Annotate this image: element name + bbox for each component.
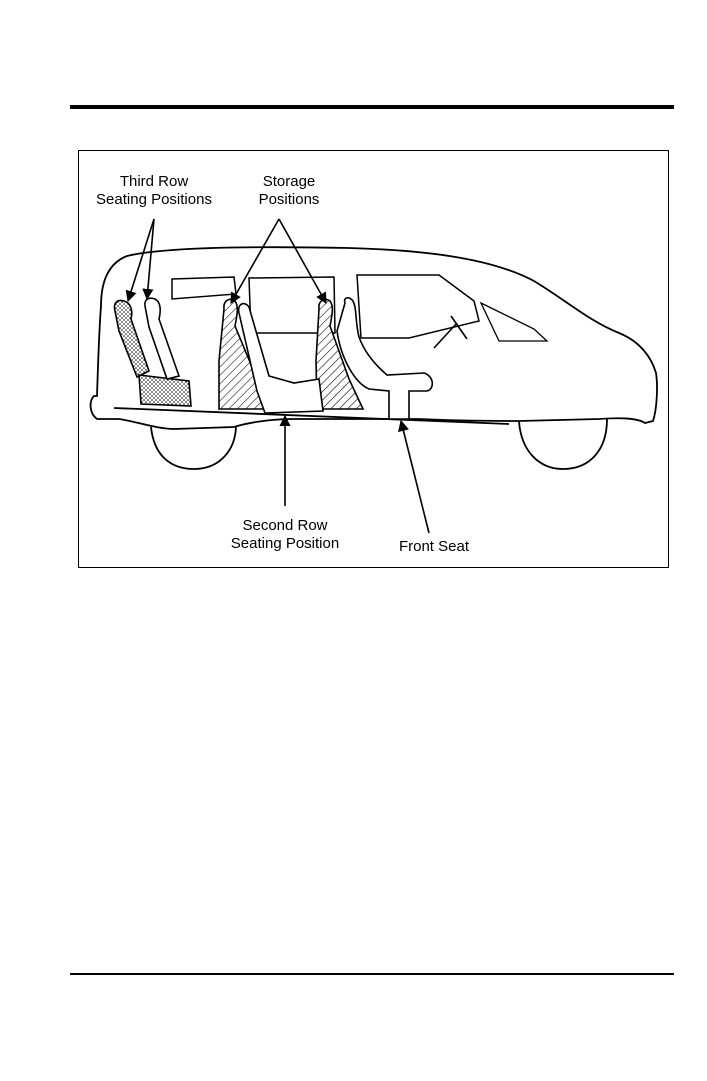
front-seat-label: Front Seat: [384, 538, 484, 556]
minivan-seating-diagram: [79, 151, 670, 569]
front-seat-arrow: [401, 421, 429, 533]
front-wheel: [519, 419, 607, 469]
second-row-label: Second Row Seating Position: [215, 517, 355, 553]
steering-wheel: [434, 316, 467, 348]
rear-wheel: [151, 427, 236, 469]
rear-window: [172, 277, 236, 299]
third-row-seat-back: [114, 300, 149, 377]
footer-rule: [70, 973, 674, 975]
figure-frame: Third Row Seating Positions Storage Posi…: [78, 150, 669, 568]
third-row-seat-back-2: [145, 298, 179, 379]
third-row-seat-cushion: [139, 375, 191, 406]
storage-label: Storage Positions: [239, 173, 339, 209]
storage-arrow-2: [279, 219, 326, 303]
windshield: [481, 303, 547, 341]
third-row-label: Third Row Seating Positions: [81, 173, 227, 209]
storage-arrow-1: [231, 219, 279, 303]
header-rule: [70, 105, 674, 109]
